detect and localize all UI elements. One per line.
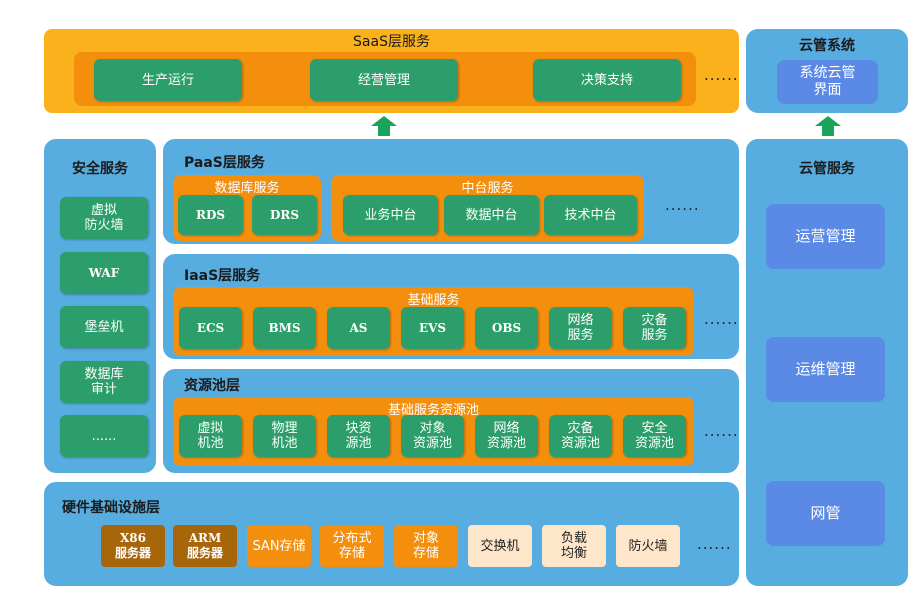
paas-layer-title: PaaS层服务 (184, 155, 265, 171)
saas-item-business-management[interactable]: 经营管理 (310, 59, 458, 101)
up-arrow-icon (371, 116, 397, 136)
resource-pool-group-title: 基础服务资源池 (387, 403, 479, 418)
iaas-layer-title: IaaS层服务 (184, 268, 261, 284)
cloud-services-maintenance-management[interactable]: 运维管理 (766, 337, 885, 402)
iaas-item-obs[interactable]: OBS (475, 307, 538, 349)
cloud-services-operations-management[interactable]: 运营管理 (766, 204, 885, 269)
security-item-virtual-firewall[interactable]: 虚拟 防火墙 (60, 197, 148, 239)
saas-layer-title: SaaS层服务 (353, 34, 430, 50)
hardware-item-switch[interactable]: 交换机 (468, 525, 532, 567)
pool-item-network-pool[interactable]: 网络 资源池 (475, 415, 538, 457)
hardware-item-load-balancer[interactable]: 负载 均衡 (542, 525, 606, 567)
paas-item-business-platform[interactable]: 业务中台 (343, 195, 438, 235)
pool-item-physical-pool[interactable]: 物理 机池 (253, 415, 316, 457)
pool-item-block-pool[interactable]: 块资 源池 (327, 415, 390, 457)
iaas-item-network-service[interactable]: 网络 服务 (549, 307, 612, 349)
paas-item-data-platform[interactable]: 数据中台 (444, 195, 539, 235)
paas-item-tech-platform[interactable]: 技术中台 (544, 195, 637, 235)
paas-db-group-title: 数据库服务 (214, 181, 280, 196)
hardware-item-san-storage[interactable]: SAN存储 (247, 525, 311, 567)
cloud-system-interface-button[interactable]: 系统云管 界面 (777, 60, 878, 104)
hardware-more-ellipsis: ...... (697, 535, 732, 553)
hardware-item-distributed-storage[interactable]: 分布式 存储 (320, 525, 384, 567)
security-services-title: 安全服务 (72, 161, 128, 177)
cloud-services-title: 云管服务 (799, 161, 855, 177)
saas-more-ellipsis: ...... (704, 66, 739, 84)
iaas-item-bms[interactable]: BMS (253, 307, 316, 349)
pool-item-vm-pool[interactable]: 虚拟 机池 (179, 415, 242, 457)
up-arrow-icon (815, 116, 841, 136)
iaas-item-as[interactable]: AS (327, 307, 390, 349)
hardware-layer-title: 硬件基础设施层 (62, 500, 160, 516)
iaas-item-dr-service[interactable]: 灾备 服务 (623, 307, 686, 349)
cloud-services-network-management[interactable]: 网管 (766, 481, 885, 546)
hardware-item-x86-server[interactable]: X86 服务器 (101, 525, 165, 567)
pool-item-dr-pool[interactable]: 灾备 资源池 (549, 415, 612, 457)
cloud-system-title: 云管系统 (799, 38, 855, 54)
security-item-more[interactable]: ...... (60, 415, 148, 457)
security-item-db-audit[interactable]: 数据库 审计 (60, 361, 148, 403)
security-item-bastion-host[interactable]: 堡垒机 (60, 306, 148, 348)
hardware-item-object-storage[interactable]: 对象 存储 (394, 525, 458, 567)
saas-item-decision-support[interactable]: 决策支持 (533, 59, 681, 101)
iaas-item-ecs[interactable]: ECS (179, 307, 242, 349)
pool-more-ellipsis: ...... (704, 422, 739, 440)
paas-more-ellipsis: ...... (665, 196, 700, 214)
paas-item-rds[interactable]: RDS (178, 195, 243, 235)
resource-pool-layer-title: 资源池层 (184, 378, 240, 394)
pool-item-security-pool[interactable]: 安全 资源池 (623, 415, 686, 457)
security-item-waf[interactable]: WAF (60, 252, 148, 294)
hardware-item-arm-server[interactable]: ARM 服务器 (173, 525, 237, 567)
pool-item-object-pool[interactable]: 对象 资源池 (401, 415, 464, 457)
saas-item-production[interactable]: 生产运行 (94, 59, 242, 101)
iaas-basic-services-title: 基础服务 (407, 293, 460, 308)
paas-item-drs[interactable]: DRS (252, 195, 317, 235)
paas-middle-platform-title: 中台服务 (461, 181, 514, 196)
hardware-item-firewall[interactable]: 防火墙 (616, 525, 680, 567)
iaas-more-ellipsis: ...... (704, 310, 739, 328)
iaas-item-evs[interactable]: EVS (401, 307, 464, 349)
